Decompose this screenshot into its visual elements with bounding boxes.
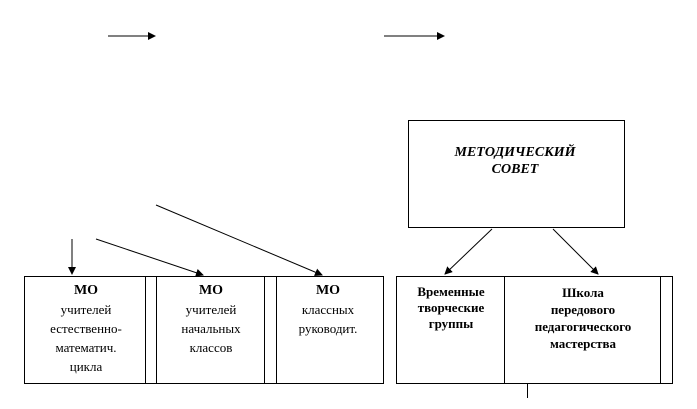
mo-science-label: МО учителей естественно- математич. цикл… — [26, 281, 146, 376]
mo-class-line-2: руководит. — [298, 321, 358, 336]
council-line-2: СОВЕТ — [491, 162, 539, 177]
mo-class-line-1: классных — [301, 302, 355, 317]
school-line-4: мастерства — [549, 336, 617, 351]
mo-science-line-2: естественно- — [50, 321, 122, 336]
school-line-2: передового — [550, 302, 616, 317]
school-line-3: педагогического — [534, 319, 632, 334]
temp-groups-line-1: Временные — [417, 284, 485, 299]
arrow-into-mo-class — [155, 204, 323, 276]
temp-groups-line-2: творческие — [417, 300, 485, 315]
mo-primary-head: МО — [198, 283, 224, 298]
council-to-school-arrow — [552, 228, 599, 275]
temp-groups-line-3: группы — [428, 316, 474, 331]
council-box — [408, 120, 625, 228]
mo-primary-line-2: начальных — [181, 321, 241, 336]
mo-primary-line-1: учителей — [185, 302, 237, 317]
council-label: МЕТОДИЧЕСКИЙ СОВЕТ — [412, 144, 618, 178]
temp-groups-label: Временные творческие группы — [401, 284, 501, 332]
mo-science-head: МО — [73, 283, 99, 298]
arrow-into-mo-primary — [95, 238, 204, 277]
mo-science-line-3: математич. — [55, 340, 117, 355]
council-to-temp-groups-arrow — [444, 228, 493, 275]
school-label: Школа передового педагогического мастерс… — [507, 284, 659, 352]
mo-primary-line-3: классов — [189, 340, 233, 355]
mo-class-head: МО — [315, 283, 341, 298]
mo-science-line-4: цикла — [69, 359, 103, 374]
council-line-1: МЕТОДИЧЕСКИЙ — [454, 145, 576, 160]
school-line-1: Школа — [562, 285, 604, 300]
mo-class-label: МО классных руководит. — [278, 281, 378, 338]
mo-primary-label: МО учителей начальных классов — [158, 281, 264, 357]
groups-box — [396, 276, 673, 384]
mo-science-line-1: учителей — [60, 302, 112, 317]
mo-group-box — [24, 276, 384, 384]
